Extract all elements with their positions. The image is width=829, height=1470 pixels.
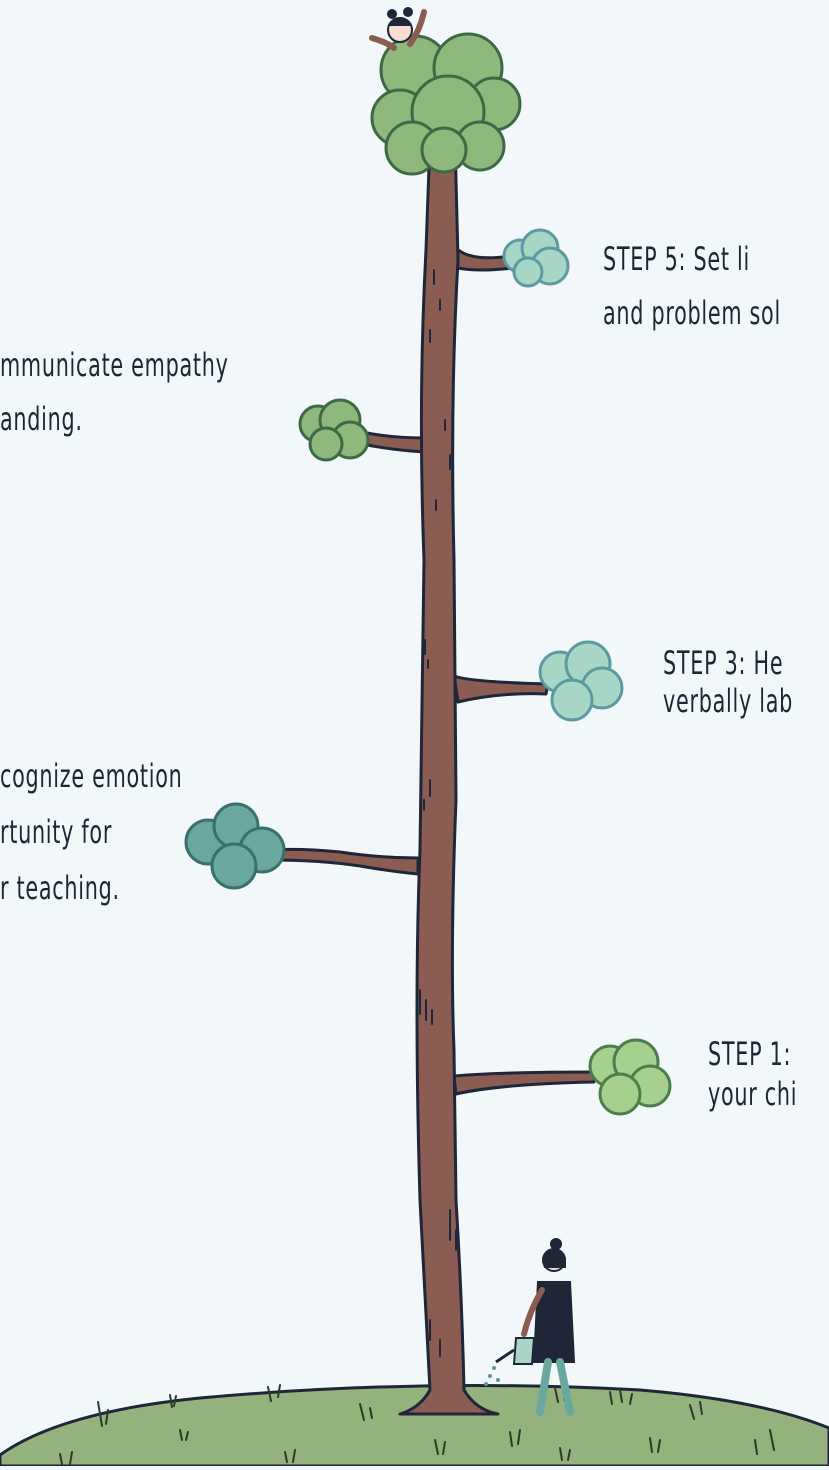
branch-step3 xyxy=(452,674,550,704)
branch-step1 xyxy=(452,1070,598,1096)
branches xyxy=(268,246,598,1096)
canopy xyxy=(370,32,522,176)
foliage-step5 xyxy=(502,228,570,288)
grass-tufts xyxy=(59,1384,775,1465)
step2-line2: rtunity for xyxy=(0,813,113,851)
tree-trunk xyxy=(398,138,500,1416)
step2-line1: cognize emotion xyxy=(0,757,183,795)
step1-line2: your chi xyxy=(708,1075,798,1113)
step3-text: STEP 3: He verbally lab xyxy=(663,644,793,720)
step5-text: STEP 5: Set li and problem sol xyxy=(603,232,781,340)
step4-text: mmunicate empathy anding. xyxy=(0,338,229,446)
step3-line2: verbally lab xyxy=(663,682,794,720)
step1-text: STEP 1: your chi xyxy=(708,1034,797,1114)
foliage-step2 xyxy=(184,802,286,890)
water-drops xyxy=(484,1366,500,1386)
bark-marks xyxy=(419,269,457,1357)
step2-text: cognize emotion rtunity for r teaching. xyxy=(0,748,182,916)
step4-line2: anding. xyxy=(0,400,83,438)
step5-line2: and problem sol xyxy=(603,294,781,332)
step4-line1: mmunicate empathy xyxy=(0,346,229,384)
branch-step4 xyxy=(360,430,428,454)
watering-can xyxy=(512,1337,536,1365)
branch-step2 xyxy=(268,847,420,876)
woman-watering-figure xyxy=(484,1238,576,1416)
grass-hill xyxy=(0,1384,829,1468)
step1-line1: STEP 1: xyxy=(708,1035,792,1073)
step3-line1: STEP 3: He xyxy=(663,644,784,682)
child-figure xyxy=(369,7,427,51)
foliage-step4 xyxy=(298,398,370,462)
step5-line1: STEP 5: Set li xyxy=(603,240,750,278)
foliage-step3 xyxy=(538,640,624,722)
step2-line3: r teaching. xyxy=(0,869,120,907)
foliage-step1 xyxy=(588,1038,672,1116)
